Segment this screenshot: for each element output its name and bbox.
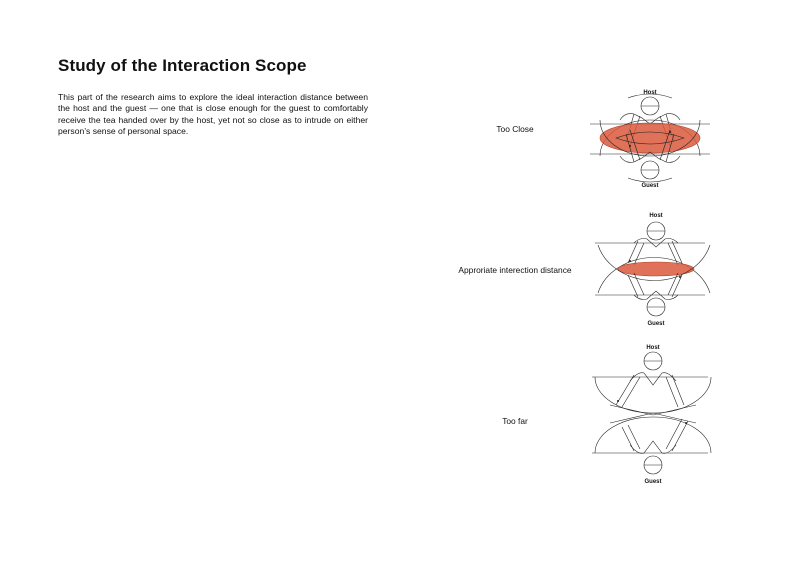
interaction-zone [599,122,701,154]
guest-figure [621,418,689,475]
guest-reach-arc [597,244,711,281]
host-figure [627,221,683,266]
host-figure [615,351,685,408]
host-label: Host [649,213,662,219]
diagram-too-far: Host Guest [592,345,712,485]
host-label: Host [643,90,656,96]
diagram-too-close: Host Guest [590,90,710,189]
guest-reach-edge [609,412,697,424]
case-label-appropriate: Approriate interection distance [458,265,572,275]
guest-reach-arc [599,119,701,157]
guest-label: Guest [641,183,658,189]
host-reach-arc [597,257,711,294]
guest-label: Guest [647,321,664,327]
host-reach-arc [594,376,712,414]
overlap-outline [615,131,685,145]
host-reach-edge [609,404,697,416]
guest-label: Guest [644,479,661,485]
guest-reach-arc [594,416,712,454]
diagram-appropriate-distance: Host Guest [595,213,711,327]
interaction-zone [617,261,695,277]
case-label-too-close: Too Close [496,124,534,134]
case-label-too-far: Too far [502,416,528,426]
description-paragraph: This part of the research aims to explor… [58,92,368,137]
page-title: Study of the Interaction Scope [58,56,307,75]
guest-figure [619,129,681,183]
host-label: Host [646,345,659,351]
guest-figure [627,272,683,317]
